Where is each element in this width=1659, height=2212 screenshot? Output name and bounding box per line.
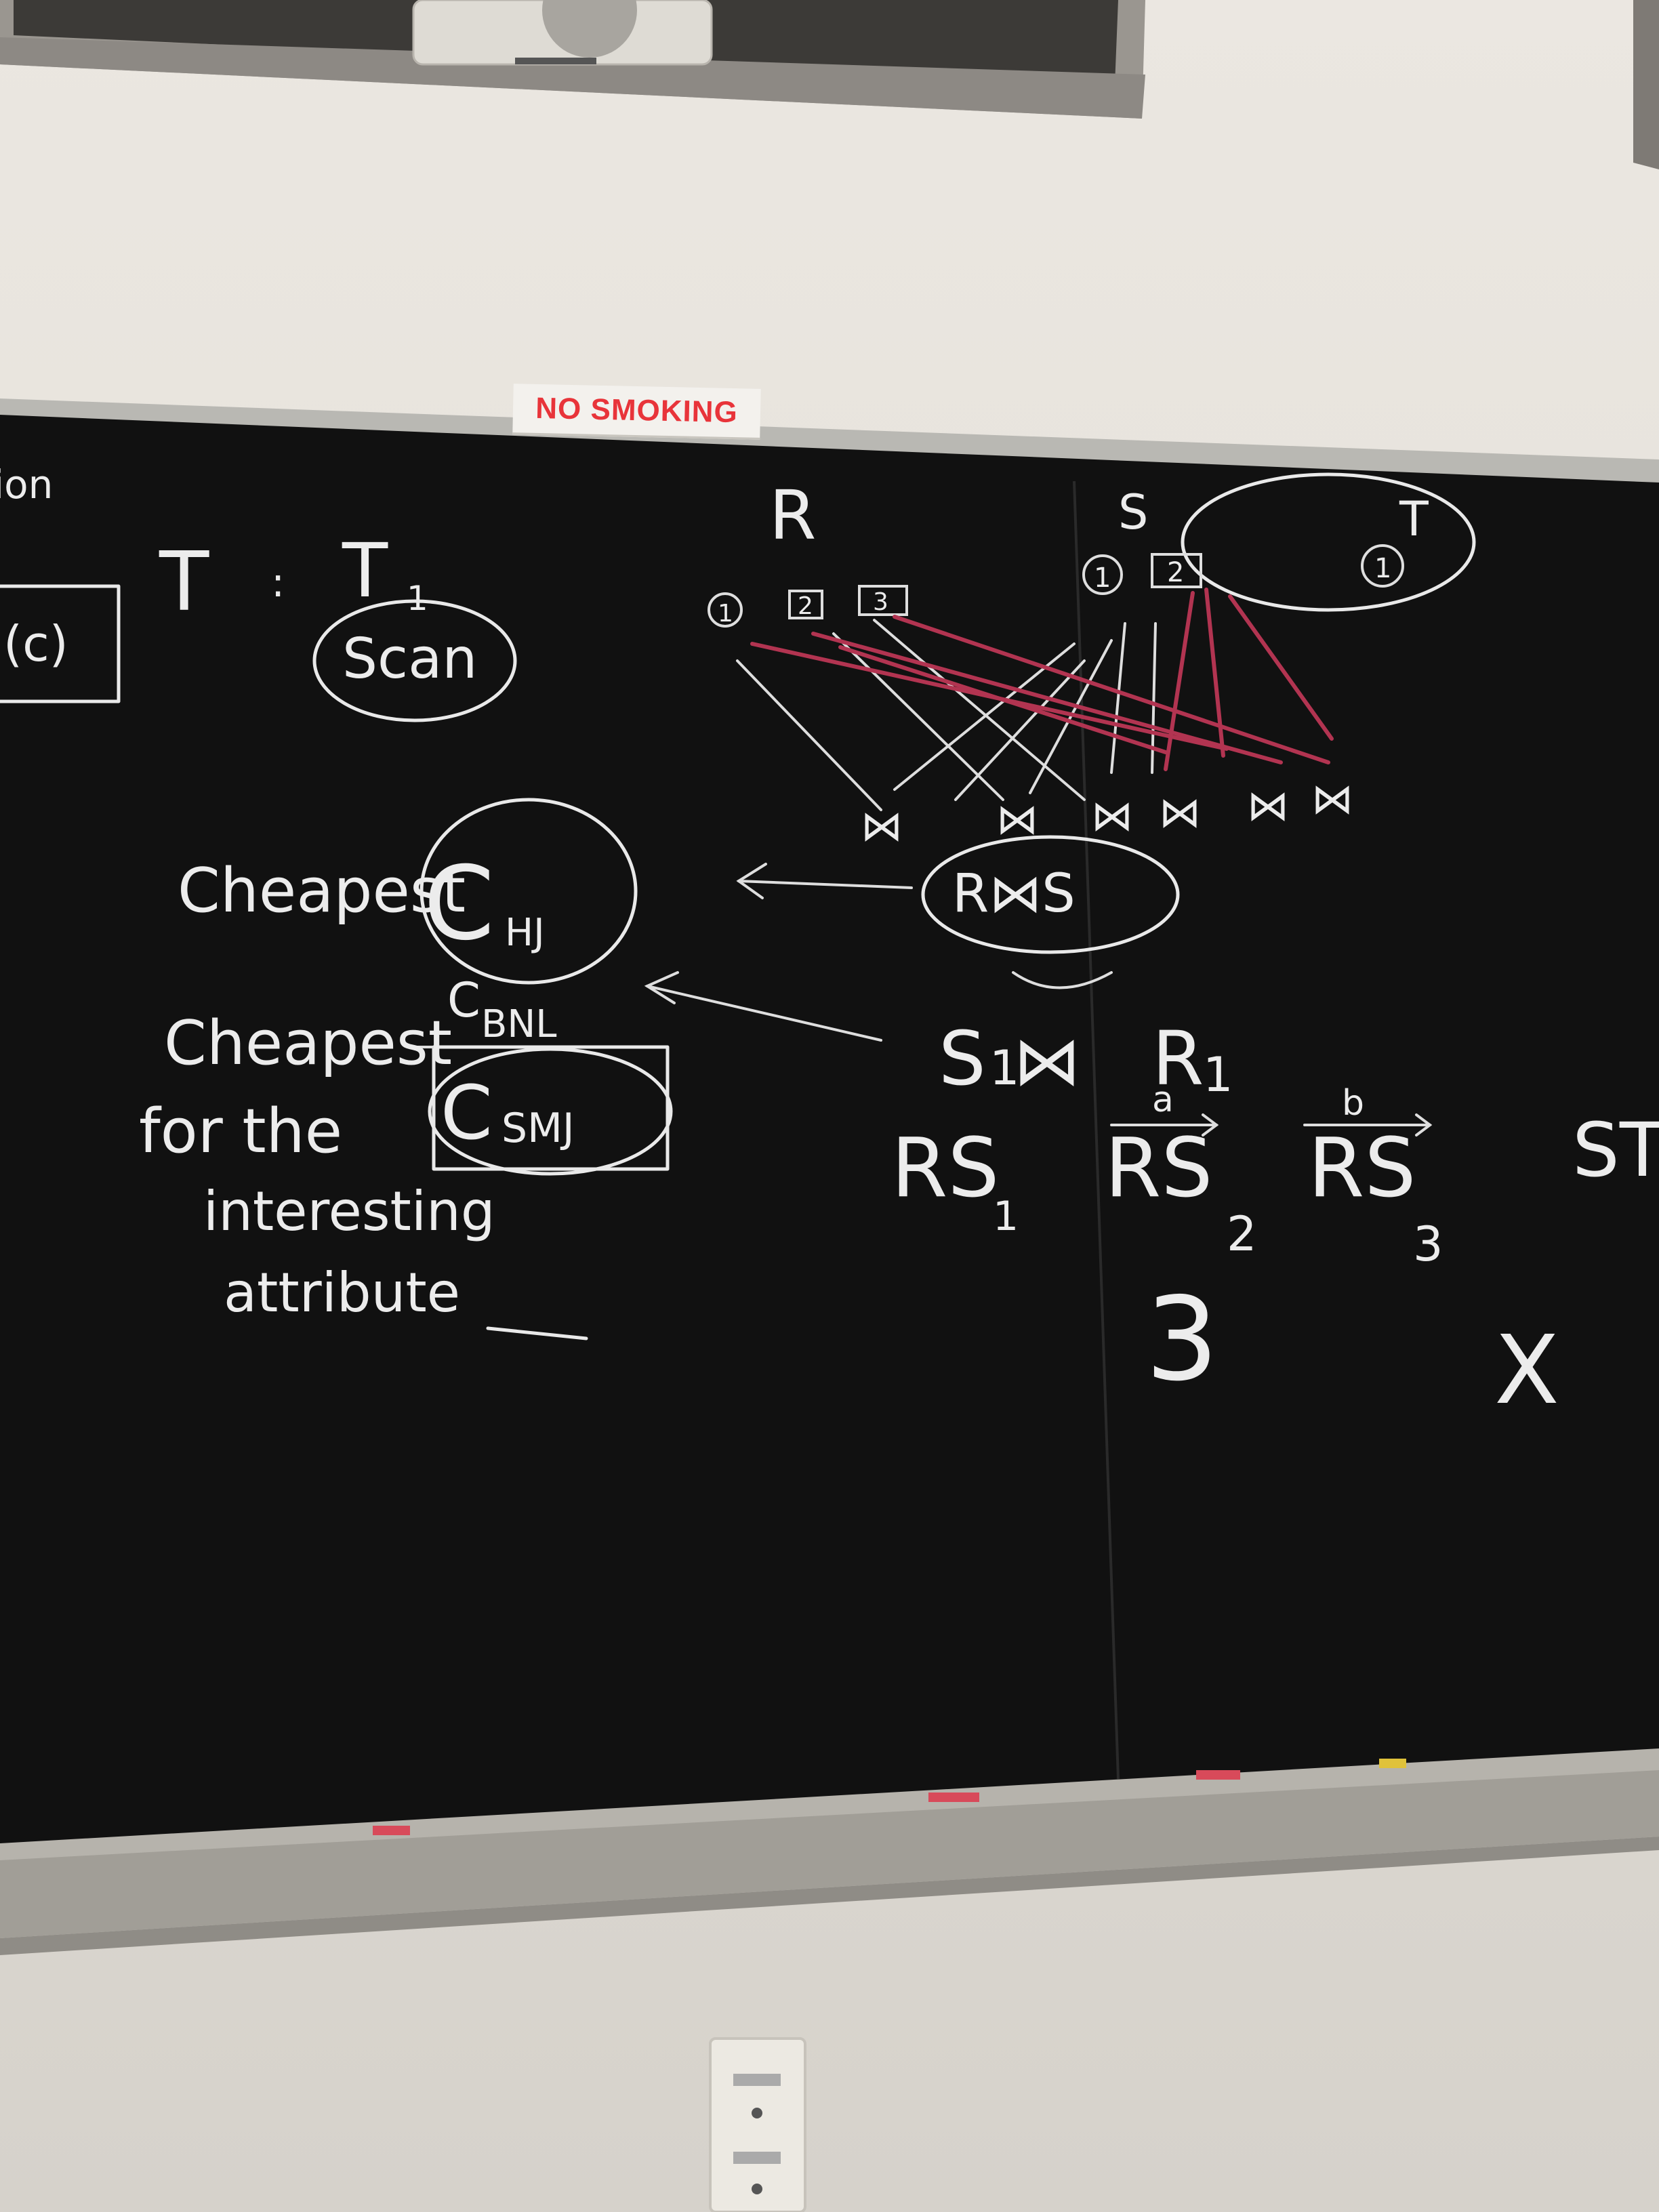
csmj-ellipse [428,1047,673,1176]
t-label: T [159,535,209,630]
r-label: R [769,476,816,555]
s1r1-join: ⋈ [1013,1021,1081,1101]
rs1-label: RS [891,1122,1000,1216]
arrow-to-cbnl [644,971,882,1042]
s-node-1-circle [1082,554,1123,595]
join-symbol: ⋈ [1311,774,1353,823]
rs-join-ellipse [921,835,1180,954]
cbnl-sub: BNL [481,1002,557,1046]
csmj-sub: SMJ [501,1105,575,1152]
r-node-3: 3 [873,588,888,616]
rs2-sub: 2 [1227,1206,1257,1262]
rs3-sub: 3 [1413,1216,1443,1272]
s-node-2-box [1151,553,1202,588]
chalkboard [0,415,1659,1843]
x-mark: X [1494,1315,1559,1426]
r-node-1-circle [708,592,743,628]
s-label: S [1118,485,1148,540]
join-lines-white [736,619,1157,811]
csmj-c: C [441,1069,493,1156]
r-node-2-box [788,590,823,619]
join-symbol: ⋈ [1247,781,1289,830]
wall-outlet [709,2037,806,2212]
chj-sub: HJ [505,911,545,955]
chalk-piece [928,1793,979,1802]
cbnl-c: C [447,972,480,1028]
rs3-label: RS [1308,1122,1416,1216]
r-node-1: 1 [718,600,733,628]
s-node-1: 1 [1094,562,1111,594]
rs2-label: RS [1105,1122,1213,1216]
s1-label: S [939,1015,986,1102]
cheapest-label: Cheapest [178,855,466,926]
csmj-box [432,1045,670,1171]
t-node-label: T [1399,491,1429,547]
box-left [0,584,121,703]
note-block: Cheapest for the interesting attribute [139,1008,588,1340]
loop-arrow [1012,971,1113,989]
no-smoking-sign: NO SMOKING [512,384,761,440]
r1-label: R [1152,1015,1204,1102]
join-symbols: ⋈ ⋈ ⋈ ⋈ ⋈ ⋈ [861,774,1353,851]
r-node-3-box [858,585,908,616]
projector [412,0,713,66]
t-node-1: 1 [1374,553,1391,584]
note-line-4: attribute [224,1261,460,1324]
chalk-piece [373,1826,410,1835]
t1-label: T [342,527,388,614]
window-frame [0,0,1659,169]
st-partial: ST [1572,1107,1659,1193]
partial-word: ion [0,462,53,508]
t1-subscript: 1 [407,579,428,618]
r1-sub: 1 [1203,1047,1233,1103]
st-ellipse [1181,472,1476,612]
scan-text: Scan [342,627,477,691]
rs3-over: b [1342,1083,1364,1124]
r-node-2: 2 [798,592,813,620]
box-left-text: (c) [3,615,68,672]
note-line-2: for the [139,1096,342,1167]
join-symbol: ⋈ [861,801,903,851]
s1-sub: 1 [989,1040,1020,1096]
join-symbol: ⋈ [996,794,1038,844]
scan-ellipse [312,599,517,722]
chj-ellipse [419,798,638,985]
note-line-3: interesting [203,1180,495,1243]
join-symbol: ⋈ [1091,791,1133,840]
chj-c: C [424,845,495,963]
note-underline [486,1326,588,1340]
note-line-1: Cheapest [164,1008,452,1079]
rs3-arrow [1303,1113,1433,1136]
rs1-sub: 1 [993,1193,1019,1240]
arrow-to-chj [736,863,913,899]
three: 3 [1145,1273,1218,1407]
rs2-arrow [1110,1113,1219,1136]
rs2-over: a [1152,1080,1174,1120]
chalk-piece [1379,1759,1406,1768]
colon: : [271,559,285,607]
t-node-1-circle [1361,544,1404,588]
join-symbol: ⋈ [1159,787,1201,837]
rs-join-text: R⋈S [952,863,1076,924]
join-lines-red [750,588,1334,771]
s-node-2: 2 [1167,557,1184,588]
no-smoking-text: NO SMOKING [535,391,739,430]
chalk-piece [1196,1770,1240,1780]
